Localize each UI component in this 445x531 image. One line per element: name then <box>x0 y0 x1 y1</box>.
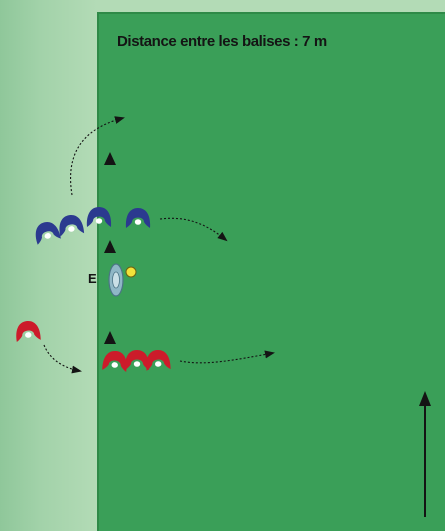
pass-path-arrow <box>160 218 226 240</box>
blue-player-1 <box>32 219 61 245</box>
ball-icon <box>126 267 136 277</box>
cone-icon <box>104 331 116 344</box>
pass-path-arrow <box>180 353 273 363</box>
blue-player-2 <box>57 213 84 236</box>
red-player-1 <box>102 350 128 372</box>
red-player-single <box>15 320 41 342</box>
educator-label: E <box>88 271 97 286</box>
blue-player-3 <box>87 207 111 227</box>
cone-icon <box>104 152 116 165</box>
red-player-3 <box>145 349 171 371</box>
long-up-arrow-icon <box>419 391 431 517</box>
blue-player-4 <box>126 208 150 228</box>
red-player-2 <box>125 350 149 370</box>
educator-figure <box>109 264 123 296</box>
run-path-arrow <box>44 345 80 371</box>
run-path-arrow <box>71 118 123 195</box>
cone-icon <box>104 240 116 253</box>
